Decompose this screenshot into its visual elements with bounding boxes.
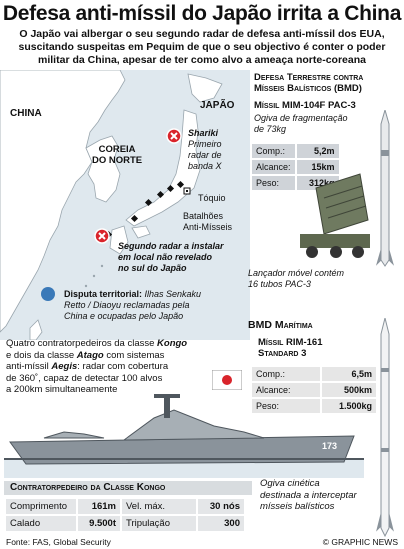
sm3-missile-name: Míssil RIM-161 Standard 3 [258,337,323,359]
batteries-label: Batalhões Anti-Mísseis [183,211,233,232]
kongo-destroyer-illustration [4,394,364,478]
label-japan: JAPÃO [200,100,235,111]
kongo-heading: Contratorpedeiro da Classe Kongo [4,481,252,495]
label-north-korea: COREIA DO NORTE [92,144,143,166]
aegis-description: Quatro contratorpedeiros da classe Kongo… [6,338,188,395]
intro-text: O Japão vai albergar o seu segundo radar… [18,28,386,66]
label-china: CHINA [10,108,42,119]
source-note: Fonte: FAS, Global Security [6,537,111,547]
pac3-heading: Defesa Terrestre contra Mísseis Balístic… [254,72,364,94]
pac3-missile-name: Míssil MIM-104F PAC-3 [254,100,356,111]
shariki-radar-marker-icon [166,128,182,144]
sm3-specs-table: Comp.:6,5m Alcance:500km Peso:1.500kg [250,365,378,415]
sm3-ogive: Ogiva cinética destinada a interceptar m… [260,478,357,512]
tokyo-label: Tóquio [198,193,226,203]
pac3-ogive: Ogiva de fragmentação de 73kg [254,113,348,134]
second-radar-label: Segundo radar a instalar em local não re… [118,241,224,273]
hull-number: 173 [322,441,338,451]
pac3-missile-illustration [375,110,395,267]
credit: © GRAPHIC NEWS [322,537,398,547]
second-radar-marker-icon [94,228,110,244]
pac3-launcher-illustration [300,173,370,258]
sm3-missile-illustration [376,318,394,538]
map [0,70,250,340]
japan-flag-icon [212,370,242,390]
shariki-label: Shariki Primeiro radar de banda X [188,128,222,171]
page-title: Defesa anti-míssil do Japão irrita a Chi… [2,2,402,25]
sm3-heading: BMD Marítima [248,319,313,331]
launcher-caption: Lançador móvel contém 16 tubos PAC-3 [248,268,345,289]
dispute-label: Disputa territorial: Ilhas Senkaku Retto… [64,289,202,321]
